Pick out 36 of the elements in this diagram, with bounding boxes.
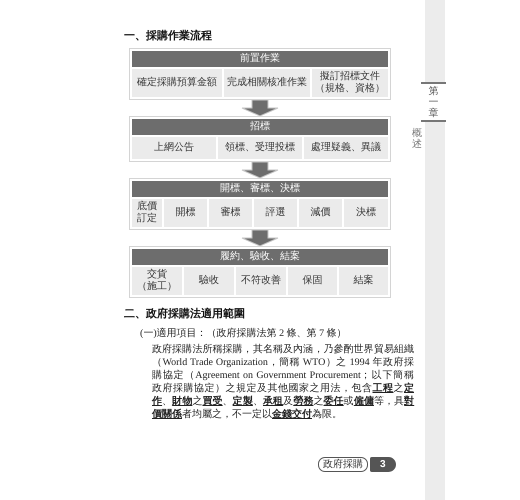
section-heading: 一、採購作業流程	[124, 28, 212, 43]
section-heading: 二、政府採購法適用範圍	[124, 306, 245, 321]
process-step: 保固	[288, 267, 337, 295]
arrow	[242, 100, 278, 116]
stage-panel	[129, 246, 391, 298]
process-step: 評選	[254, 199, 297, 227]
stage-header: 前置作業	[132, 51, 388, 67]
page-number: 3	[370, 457, 396, 472]
running-title: 政府採購	[318, 457, 368, 472]
process-step: 交貨（施工）	[132, 267, 182, 295]
process-step: 確定採購預算金額	[132, 69, 222, 97]
process-step: 不符改善	[236, 267, 286, 295]
process-step: 處理疑義、異議	[304, 137, 388, 159]
stage-header: 履約、驗收、結案	[132, 249, 388, 265]
process-step: 上網公告	[132, 137, 216, 159]
arrow	[242, 230, 278, 246]
process-step: 領標、受理投標	[218, 137, 302, 159]
process-step: 結案	[339, 267, 388, 295]
stage-header: 招標	[132, 119, 388, 135]
chapter-title: 概述	[412, 128, 422, 150]
process-step: 減價	[299, 199, 342, 227]
process-step: 決標	[344, 199, 388, 227]
stage-panel	[129, 178, 391, 230]
stage-panel	[129, 48, 391, 100]
process-step: 開標	[164, 199, 207, 227]
process-step: 完成相關核准作業	[224, 69, 310, 97]
stage-header: 開標、審標、決標	[132, 181, 388, 197]
body-paragraph: 政府採購法所稱採購，其名稱及內涵，乃參酌世界貿易組織（World Trade Organization，簡稱 WTO）之 1994 年政府採購協定（Agreement on Government Procurement；以下簡稱政府採購協定）之規定及其他國家之用法，包含工程之定作、財物之買受、定製、承租及勞務之委任或僱傭等，具對價關係者均屬之，不一定以金錢交付為限。	[152, 343, 414, 421]
stage-panel	[129, 116, 391, 162]
process-step: 底價訂定	[132, 199, 162, 227]
chapter-label: 第一章	[428, 86, 438, 118]
process-step: 驗收	[184, 267, 234, 295]
process-step: 擬訂招標文件（規格、資格）	[312, 69, 388, 97]
process-step: 審標	[209, 199, 252, 227]
arrow	[242, 162, 278, 178]
subsection-heading: (一)適用項目：（政府採購法第 2 條、第 7 條）	[140, 326, 347, 340]
